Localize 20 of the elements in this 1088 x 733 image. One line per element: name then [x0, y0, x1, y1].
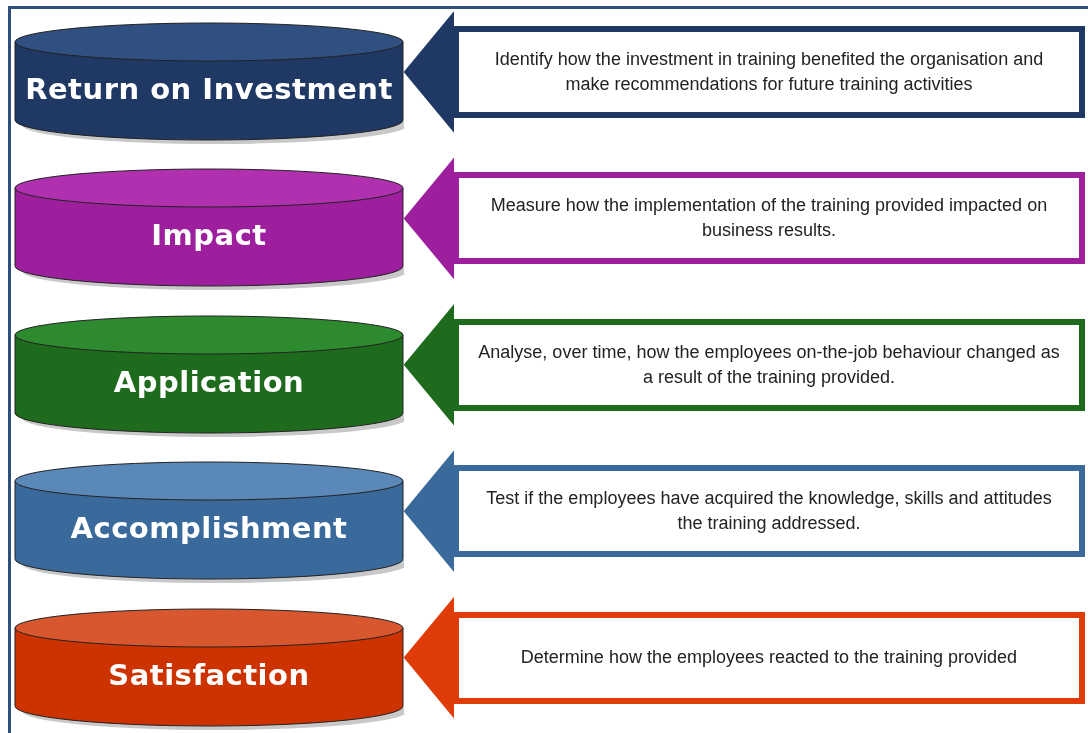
- description-text: Identify how the investment in training benefited the organisation and make recommendations for future training activities: [493, 47, 1045, 96]
- level-label: Accomplishment: [69, 511, 349, 546]
- description-text: Test if the employees have acquired the knowledge, skills and attitudes the training addressed.: [485, 487, 1053, 536]
- level-label: Application: [112, 364, 306, 399]
- description-box: [453, 172, 1085, 265]
- pointer-arrow: [403, 157, 454, 280]
- pointer-arrow: [403, 11, 454, 133]
- pointer-arrow: [403, 596, 454, 719]
- description-text: Analyse, over time, how the employees on-the-job behaviour changed as a result of the training provided.: [477, 340, 1061, 389]
- pointer-arrow: [403, 450, 454, 572]
- level-label: Satisfaction: [107, 657, 311, 692]
- description-text: Measure how the implementation of the training provided impacted on business results.: [489, 194, 1049, 243]
- description-box: [453, 611, 1085, 704]
- pointer-arrow: [403, 304, 454, 426]
- description-box: [453, 318, 1085, 411]
- level-label: Return on Investment: [24, 72, 394, 106]
- description-box: [453, 465, 1085, 558]
- description-text: Determine how the employees reacted to the training provided: [520, 646, 1018, 669]
- level-label: Impact: [150, 218, 268, 253]
- description-box: [453, 26, 1085, 118]
